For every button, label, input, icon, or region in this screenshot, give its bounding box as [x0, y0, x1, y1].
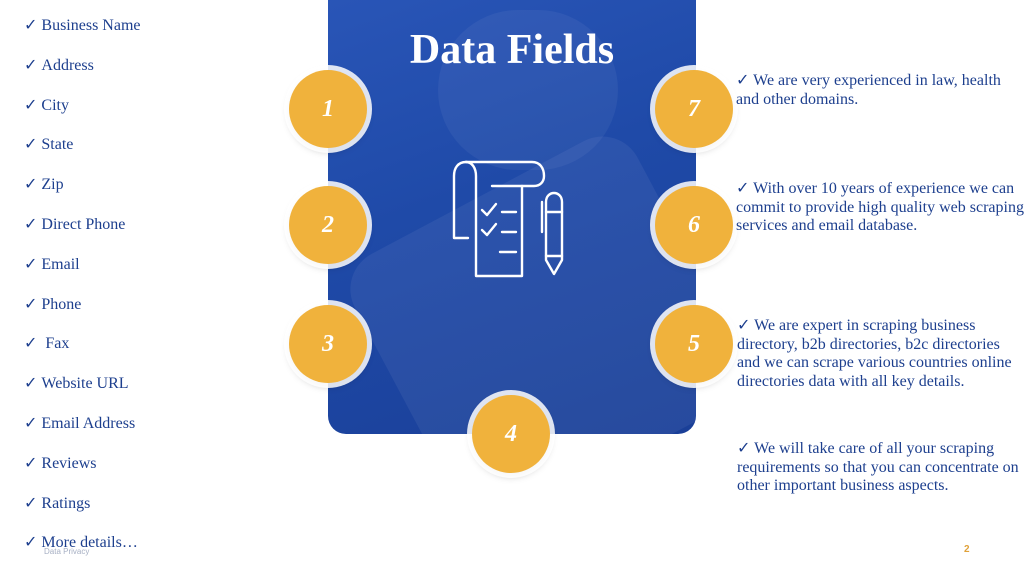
- step-badge-1: 1: [289, 70, 367, 148]
- check-icon: ✓: [24, 454, 38, 472]
- step-badge-3: 3: [289, 305, 367, 383]
- page-number: 2: [964, 544, 970, 555]
- list-item: ✓Zip: [24, 176, 64, 194]
- check-icon: ✓: [24, 255, 38, 273]
- note-experience-domains: ✓ We are very experienced in law, health…: [736, 72, 1001, 108]
- document-checklist-pen-icon: [452, 160, 564, 278]
- list-item: ✓More details…: [24, 534, 138, 552]
- footer-label: Data Privacy: [44, 547, 90, 556]
- list-item: ✓Business Name: [24, 17, 141, 34]
- list-item: ✓Email Address: [24, 414, 136, 432]
- center-photo-panel: [328, 0, 696, 434]
- check-icon: ✓: [24, 414, 38, 432]
- check-icon: ✓: [24, 176, 38, 194]
- check-icon: ✓: [24, 534, 38, 552]
- step-badge-6: 6: [655, 186, 733, 264]
- check-icon: ✓: [24, 136, 38, 154]
- step-badge-2: 2: [289, 186, 367, 264]
- list-item: ✓City: [24, 96, 69, 114]
- check-icon: ✓: [24, 335, 38, 353]
- check-icon: ✓: [24, 494, 38, 512]
- check-icon: ✓: [24, 295, 38, 313]
- photo-shape: [438, 10, 618, 170]
- list-item: ✓Direct Phone: [24, 215, 126, 233]
- check-icon: ✓: [24, 375, 38, 393]
- note-ten-years: ✓ With over 10 years of experience we ca…: [736, 180, 1024, 234]
- page-title: Data Fields: [409, 27, 615, 73]
- list-item: ✓Website URL: [24, 375, 129, 393]
- list-item: ✓Phone: [24, 295, 82, 313]
- list-item: ✓ Fax: [24, 335, 70, 353]
- list-item: ✓Email: [24, 255, 80, 273]
- data-field-list: ✓Business Name ✓Address ✓City ✓State ✓Zi…: [24, 14, 141, 571]
- step-badge-4: 4: [472, 395, 550, 473]
- check-icon: ✓: [24, 56, 38, 74]
- list-item: ✓State: [24, 136, 74, 154]
- check-icon: ✓: [24, 17, 38, 34]
- note-directory-scraping: ✓ We are expert in scraping business dir…: [737, 317, 1012, 390]
- step-badge-7: 7: [655, 70, 733, 148]
- step-badge-5: 5: [655, 305, 733, 383]
- check-icon: ✓: [24, 215, 38, 233]
- note-requirements: ✓ We will take care of all your scraping…: [737, 440, 1019, 494]
- check-icon: ✓: [24, 96, 38, 114]
- list-item: ✓Ratings: [24, 494, 91, 512]
- list-item: ✓Address: [24, 56, 94, 74]
- list-item: ✓Reviews: [24, 454, 97, 472]
